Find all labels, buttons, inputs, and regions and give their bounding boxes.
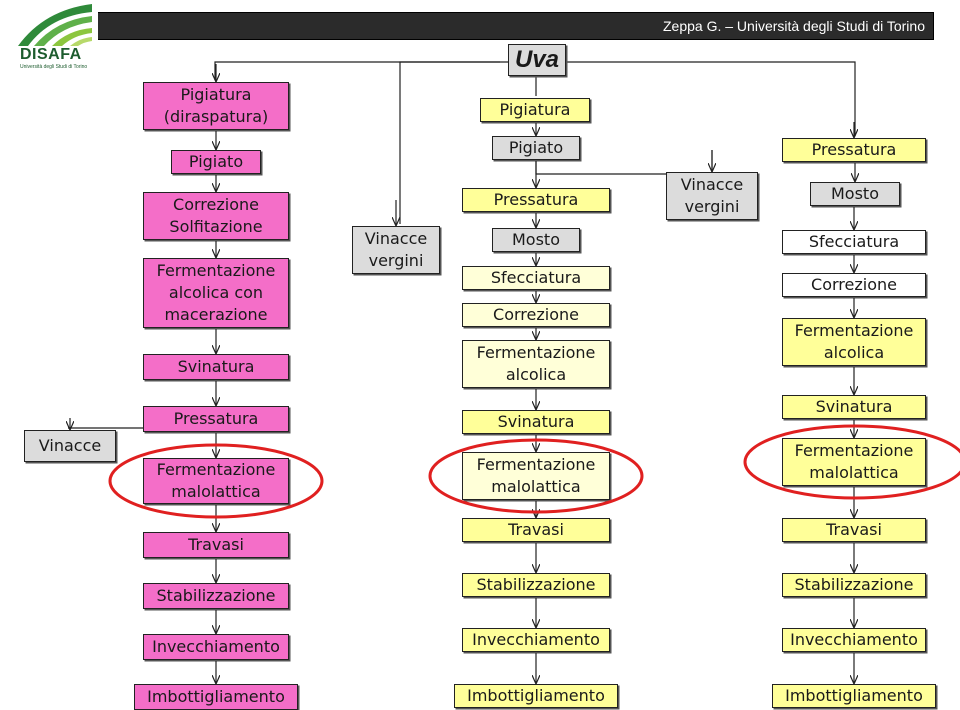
node-rose-stabilizzazione: Stabilizzazione [782,573,926,597]
disafa-logo: DISAFA Università degli Studi di Torino [4,2,98,70]
node-red-imbottigliamento: Imbottigliamento [134,684,298,710]
node-rose-pressatura: Pressatura [782,138,926,162]
header-bar [4,12,934,40]
node-red-pigiatura: Pigiatura (diraspatura) [143,82,289,130]
connector-uva-to-rose-pressatura [560,61,856,136]
node-rose-malolattica: Fermentazione malolattica [782,438,926,486]
node-white-imbottigliamento: Imbottigliamento [454,684,618,708]
node-rose-imbottigliamento: Imbottigliamento [772,684,936,708]
field-rows-icon [18,4,92,46]
node-red-pressatura: Pressatura [143,406,289,432]
node-white-svinatura: Svinatura [462,410,610,434]
node-red-svinatura: Svinatura [143,354,289,380]
node-white-fermentazione: Fermentazione alcolica [462,340,610,388]
node-rose-svinatura: Svinatura [782,395,926,419]
node-white-pigiato: Pigiato [492,136,580,160]
node-red-correzione: Correzione Solfitazione [143,192,289,240]
node-white-pressatura: Pressatura [462,188,610,212]
node-white-malolattica: Fermentazione malolattica [462,452,610,500]
connector-uva-to-red-pigiatura [214,61,500,80]
header-credit: Zeppa G. – Università degli Studi di Tor… [663,18,925,34]
node-white-stabilizzazione: Stabilizzazione [462,573,610,597]
logo-wordmark: DISAFA [20,46,82,63]
node-white-travasi: Travasi [462,518,610,542]
node-white-vinacce-vergini: Vinacce vergini [352,226,440,274]
logo-subtitle: Università degli Studi di Torino [20,64,88,70]
node-rose-correzione: Correzione [782,273,926,297]
node-white-mosto: Mosto [492,228,580,252]
node-rose-invecchiamento: Invecchiamento [782,628,926,652]
node-white-sfecciatura: Sfecciatura [462,266,610,290]
node-white-invecchiamento: Invecchiamento [462,628,610,652]
node-red-travasi: Travasi [143,532,289,558]
node-rose-mosto: Mosto [810,182,900,206]
node-rose-travasi: Travasi [782,518,926,542]
node-red-pigiato: Pigiato [171,150,261,174]
node-red-fermentazione: Fermentazione alcolica con macerazione [143,258,289,328]
node-red-invecchiamento: Invecchiamento [143,634,289,660]
node-uva: Uva [508,44,566,76]
node-rose-fermentazione: Fermentazione alcolica [782,318,926,366]
node-white-pigiatura: Pigiatura [480,98,590,122]
node-red-malolattica: Fermentazione malolattica [143,458,289,504]
node-vinacce: Vinacce [24,430,116,462]
node-rose-sfecciatura: Sfecciatura [782,230,926,254]
node-white-correzione: Correzione [462,303,610,327]
node-rose-vinacce-vergini: Vinacce vergini [666,172,758,220]
node-red-stabilizzazione: Stabilizzazione [143,583,289,609]
